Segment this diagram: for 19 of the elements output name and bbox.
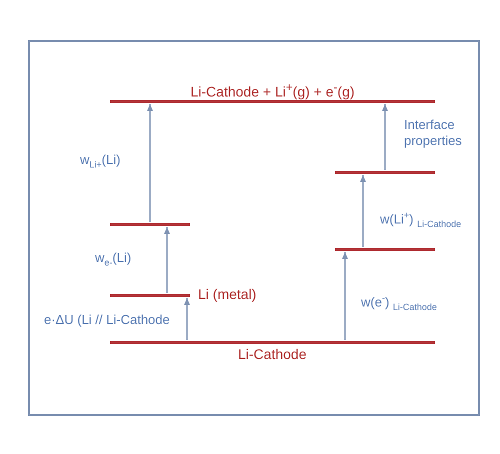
level-label: Li (metal) xyxy=(198,286,256,302)
edge-label: e·ΔU (Li // Li-Cathode xyxy=(44,312,170,328)
level-label: Li-Cathode + Li$^{+}$(g) + e$^{-}$(g) xyxy=(190,80,355,100)
edge-label: w(e$^{-}$) $_{Li-Cathode}$ xyxy=(361,292,437,314)
energy-level-line xyxy=(110,294,190,297)
edge-label: Interface properties xyxy=(404,117,463,149)
arrow xyxy=(147,104,153,222)
energy-level-line xyxy=(335,171,435,174)
energy-level-line xyxy=(110,223,190,226)
level-label: Li-Cathode xyxy=(238,346,306,362)
arrow xyxy=(342,252,348,340)
arrow xyxy=(360,175,366,247)
arrow xyxy=(164,227,170,293)
edge-label: w$_{Li+}$(Li) xyxy=(80,152,120,172)
energy-level-line xyxy=(335,248,435,251)
edge-label: w(Li$^{+}$) $_{Li-Cathode}$ xyxy=(380,209,462,231)
edge-label: w$_{e-}$(Li) xyxy=(95,250,132,270)
arrow xyxy=(382,104,388,170)
arrow xyxy=(184,298,190,340)
